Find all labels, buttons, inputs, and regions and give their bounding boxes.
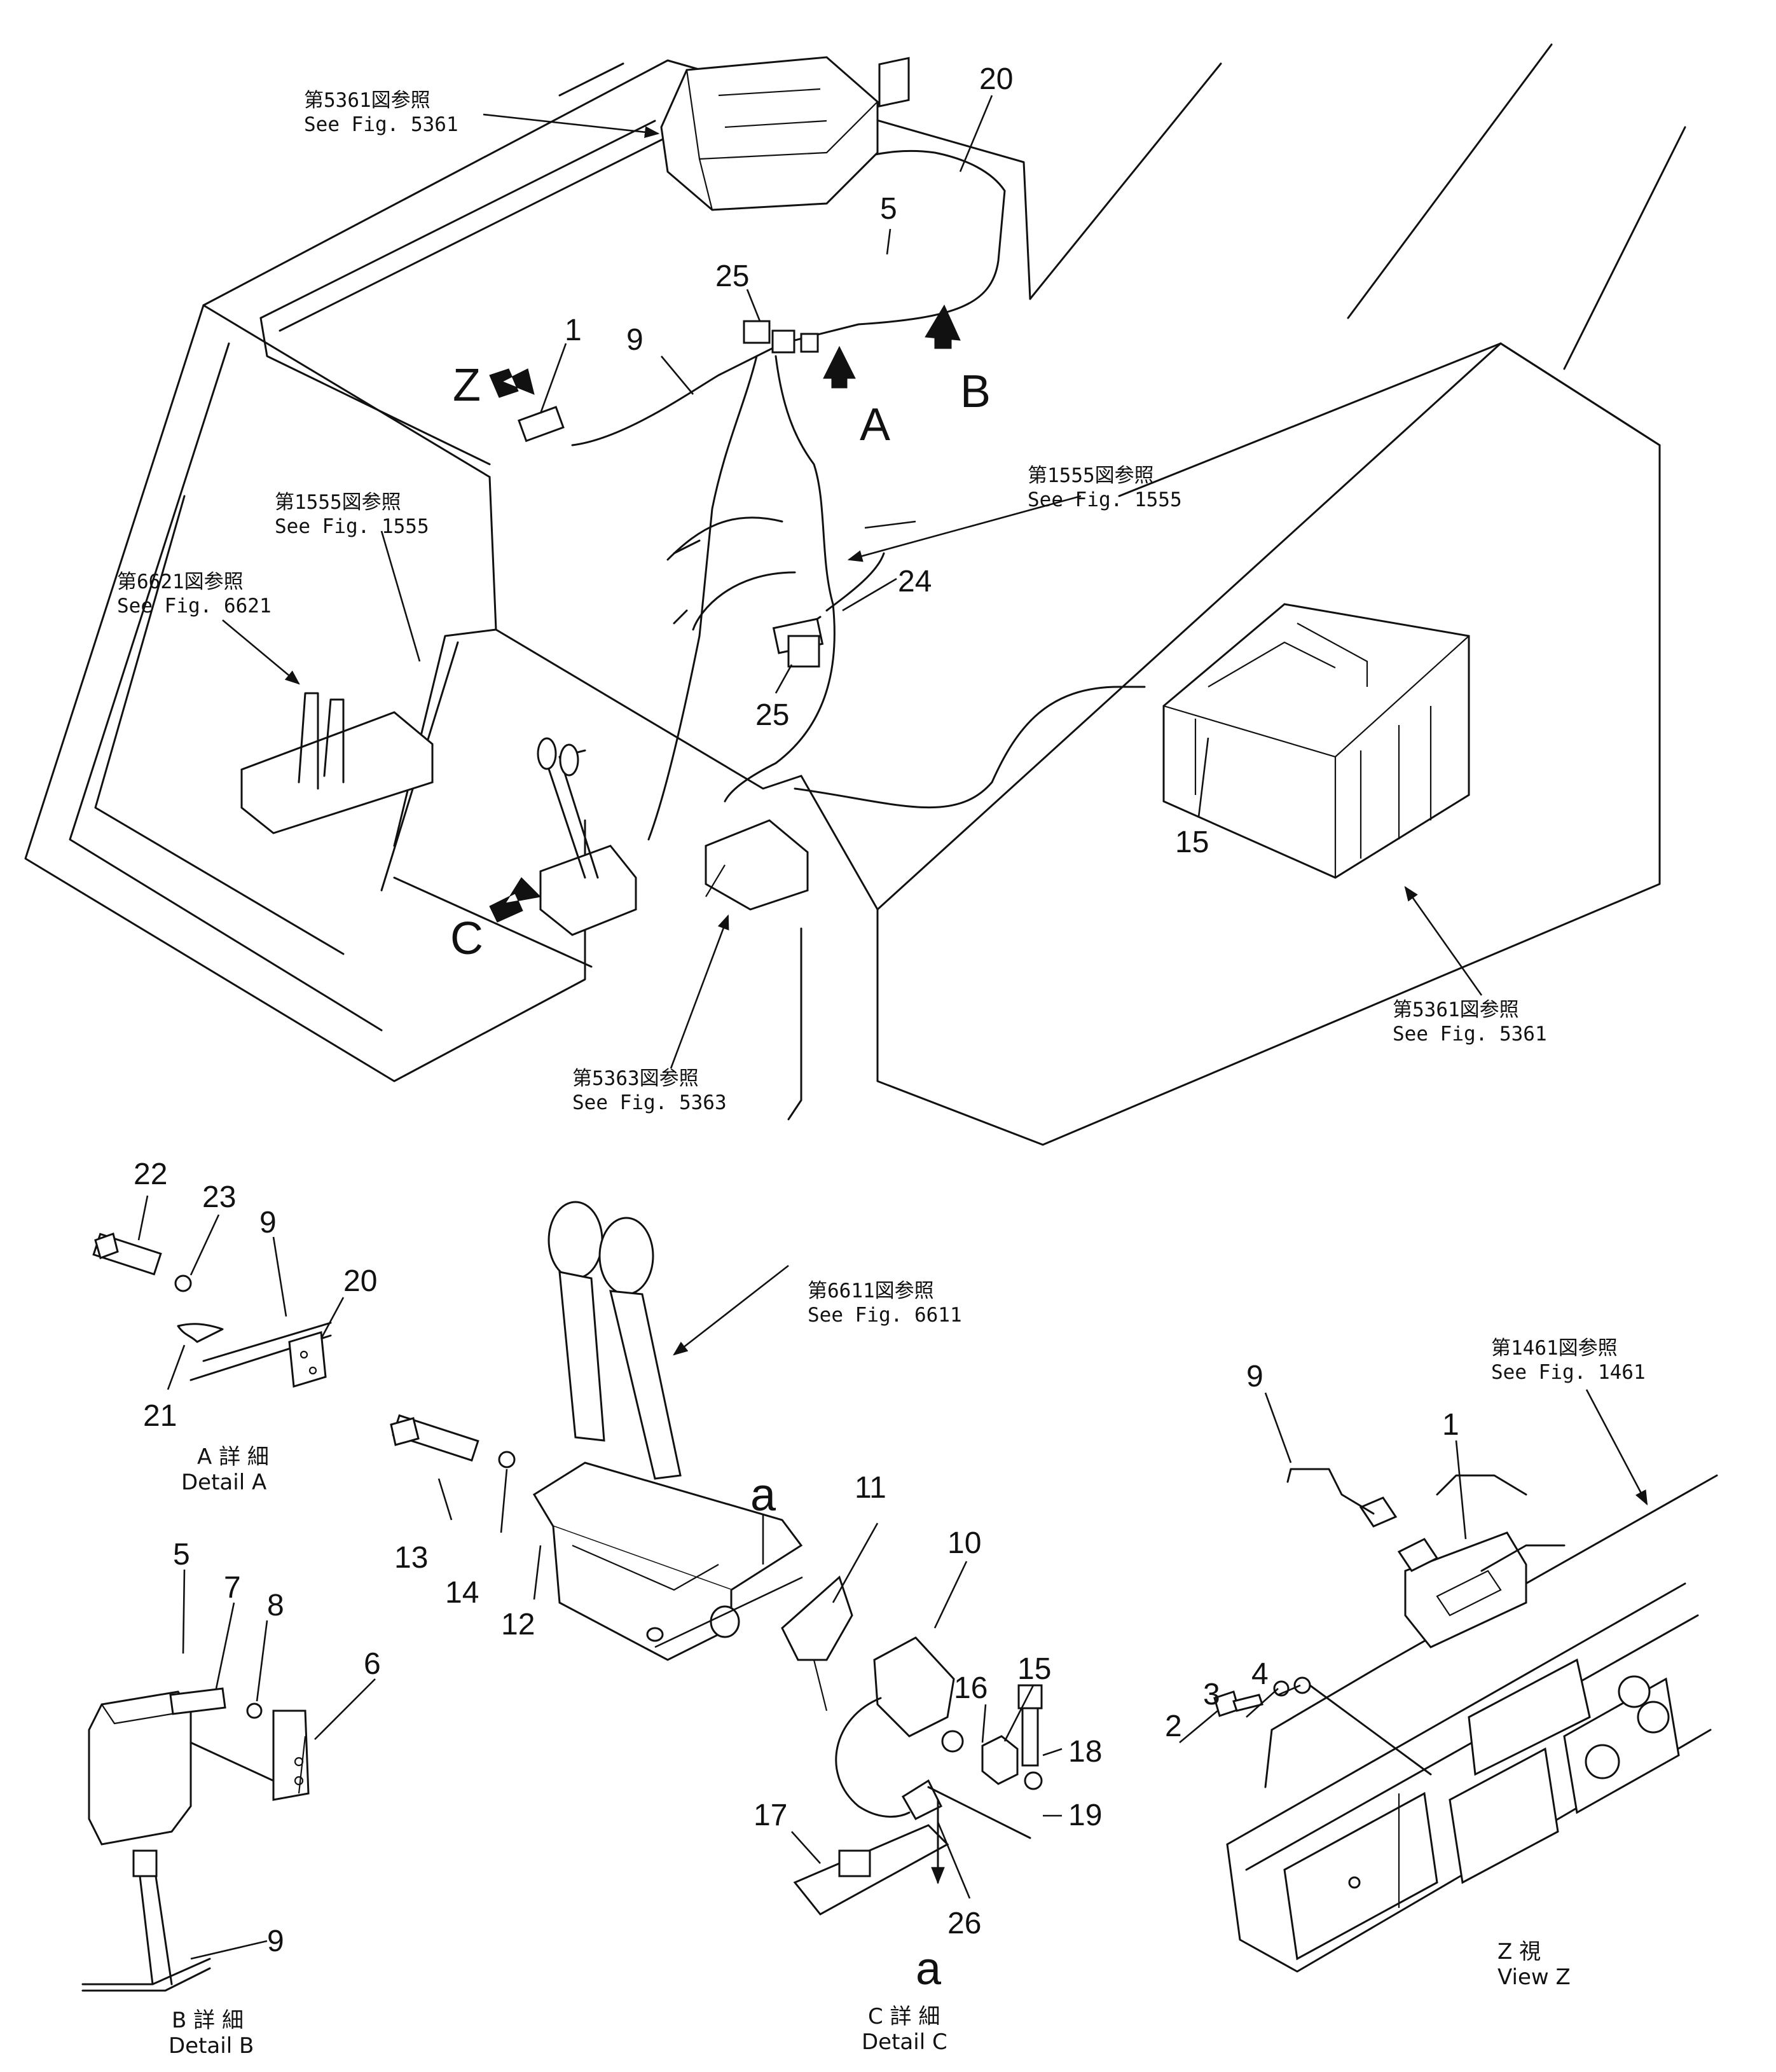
view-arrows	[489, 304, 961, 923]
lever-console-right	[537, 737, 637, 936]
part-1-view-z: 1	[1442, 1408, 1459, 1442]
part-9-main: 9	[626, 323, 644, 357]
part-6-detail-b: 6	[364, 1647, 381, 1681]
ref-6621-en: See Fig. 6621	[117, 595, 272, 618]
view-letter-b: B	[960, 366, 991, 417]
part-15-main: 15	[1175, 825, 1209, 859]
view-letter-a: A	[860, 399, 890, 450]
ref-5361-top-jp: 第5361図参照	[304, 89, 430, 112]
part-5-main: 5	[880, 192, 897, 226]
part-1-main: 1	[565, 314, 582, 347]
part-25-top: 25	[715, 259, 749, 293]
main-labels: 第5361図参照 See Fig. 5361 第1555図参照 See Fig.…	[117, 62, 1547, 1114]
part-3-view-z: 3	[1203, 1678, 1220, 1711]
part-25-low: 25	[755, 698, 789, 732]
ref-1461-en: See Fig. 1461	[1491, 1361, 1646, 1384]
detail-a: 22 23 9 20 21 A 詳 細 Detail A	[92, 1157, 377, 1495]
detail-c-en: Detail C	[862, 2029, 947, 2055]
part-23-detail-a: 23	[202, 1180, 236, 1214]
ref-1555-right-jp: 第1555図参照	[1028, 464, 1154, 487]
detail-b-en: Detail B	[169, 2033, 254, 2059]
connector-cluster	[743, 320, 824, 668]
ref-5363-en: See Fig. 5363	[572, 1091, 727, 1114]
part-7-detail-b: 7	[224, 1571, 241, 1605]
part-21-detail-a: 21	[143, 1399, 177, 1433]
detail-c: 13 14 12 11 10 16 15 18 19 17 26 a a 第66…	[390, 1201, 1102, 2055]
ref-1555-right-en: See Fig. 1555	[1028, 488, 1182, 511]
ref-1461-jp: 第1461図参照	[1491, 1337, 1618, 1360]
view-z-en: View Z	[1497, 1965, 1571, 1990]
ref-6611-jp: 第6611図参照	[808, 1280, 934, 1302]
detail-c-mark-top: a	[750, 1470, 776, 1521]
cab-outline	[24, 43, 1686, 1146]
part-22-detail-a: 22	[134, 1157, 167, 1191]
ref-6611-en: See Fig. 6611	[808, 1304, 962, 1327]
part-8-detail-b: 8	[267, 1589, 284, 1622]
part-9-detail-b: 9	[267, 1924, 284, 1958]
relay-box	[878, 57, 910, 107]
view-z: 9 1 2 3 4 第1461図参照 See Fig. 1461 Z 視 Vie…	[1165, 1337, 1718, 1990]
ref-1555-left-en: See Fig. 1555	[275, 515, 429, 538]
heater-unit-right	[1162, 603, 1470, 879]
part-20-main: 20	[979, 62, 1013, 96]
part-19-detail-c: 19	[1068, 1799, 1102, 1832]
detail-c-mark-bottom: a	[916, 1944, 942, 1994]
part-26-detail-c: 26	[947, 1907, 981, 1940]
part-24-main: 24	[898, 565, 932, 598]
detail-b-jp: B 詳 細	[172, 2008, 244, 2033]
lever-console-left	[240, 692, 434, 834]
ref-1555-left-jp: 第1555図参照	[275, 491, 401, 514]
part-18-detail-c: 18	[1068, 1735, 1102, 1769]
detail-a-en: Detail A	[181, 1470, 266, 1495]
part-11-detail-c: 11	[855, 1471, 886, 1505]
part-13-detail-c: 13	[394, 1541, 428, 1575]
main-leaders	[222, 95, 1483, 1069]
part-16-detail-c: 16	[954, 1671, 988, 1705]
part-12-detail-c: 12	[501, 1608, 535, 1641]
view-letter-c: C	[450, 913, 483, 964]
switch-part-1	[518, 406, 565, 443]
part-10-detail-c: 10	[947, 1526, 981, 1560]
view-letter-z: Z	[453, 360, 481, 411]
part-20-detail-a: 20	[343, 1264, 377, 1298]
part-2-view-z: 2	[1165, 1709, 1182, 1743]
detail-a-jp: A 詳 細	[197, 1444, 269, 1470]
part-14-detail-c: 14	[445, 1576, 479, 1610]
part-4-view-z: 4	[1251, 1657, 1269, 1691]
ref-6621-jp: 第6621図参照	[117, 570, 244, 593]
detail-b: 5 7 8 6 9 B 詳 細 Detail B	[81, 1538, 381, 2059]
part-17-detail-c: 17	[754, 1799, 787, 1832]
part-9-view-z: 9	[1246, 1360, 1263, 1393]
part-15-detail-c: 15	[1017, 1652, 1051, 1686]
ref-5361-top-en: See Fig. 5361	[304, 113, 458, 136]
heater-unit-top	[660, 56, 879, 211]
detail-c-jp: C 詳 細	[868, 2004, 940, 2029]
ref-5361-right-jp: 第5361図参照	[1393, 998, 1519, 1021]
part-9-detail-a: 9	[259, 1206, 277, 1240]
view-z-jp: Z 視	[1497, 1939, 1541, 1965]
valve-5363	[705, 819, 809, 911]
ref-5361-right-en: See Fig. 5361	[1393, 1023, 1547, 1046]
part-5-detail-b: 5	[173, 1538, 190, 1571]
ref-5363-jp: 第5363図参照	[572, 1067, 699, 1090]
